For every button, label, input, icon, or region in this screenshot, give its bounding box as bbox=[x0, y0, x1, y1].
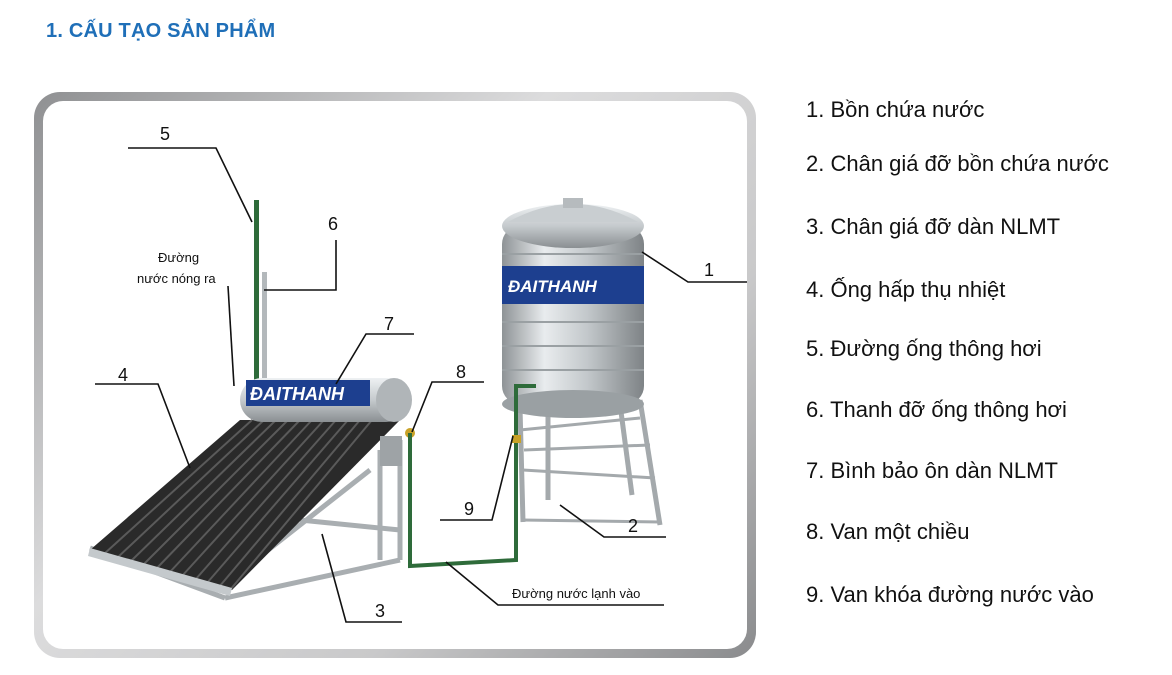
cold-water-in-label: Đường nước lạnh vào bbox=[512, 586, 640, 601]
callout-1: 1 bbox=[704, 260, 714, 280]
collector-brand-text: ĐAITHANH bbox=[250, 384, 345, 404]
callout-3: 3 bbox=[375, 601, 385, 621]
callout-6: 6 bbox=[328, 214, 338, 234]
vent-pipe bbox=[254, 200, 259, 392]
cold-water-pipe bbox=[410, 386, 536, 566]
legend-item-5: 5. Đường ống thông hơi bbox=[806, 336, 1042, 362]
legend-item-7: 7. Bình bảo ôn dàn NLMT bbox=[806, 458, 1058, 484]
tank-brand-text: ĐAITHANH bbox=[508, 277, 597, 296]
callout-9: 9 bbox=[464, 499, 474, 519]
callout-5: 5 bbox=[160, 124, 170, 144]
callout-7: 7 bbox=[384, 314, 394, 334]
tank-stand bbox=[520, 400, 660, 525]
callout-2: 2 bbox=[628, 516, 638, 536]
legend-item-9: 9. Van khóa đường nước vào bbox=[806, 582, 1094, 608]
legend-item-6: 6. Thanh đỡ ống thông hơi bbox=[806, 397, 1067, 423]
callout-8: 8 bbox=[456, 362, 466, 382]
legend-item-1: 1. Bồn chứa nước bbox=[806, 97, 984, 123]
legend-item-8: 8. Van một chiều bbox=[806, 519, 969, 545]
legend-item-2: 2. Chân giá đỡ bồn chứa nước bbox=[806, 151, 1109, 177]
legend-item-3: 3. Chân giá đỡ dàn NLMT bbox=[806, 214, 1060, 240]
hot-water-out-label-line2: nước nóng ra bbox=[137, 271, 216, 286]
hot-water-out-label-line1: Đường bbox=[158, 250, 199, 265]
callout-4: 4 bbox=[118, 365, 128, 385]
legend-item-4: 4. Ống hấp thụ nhiệt bbox=[806, 277, 1005, 303]
